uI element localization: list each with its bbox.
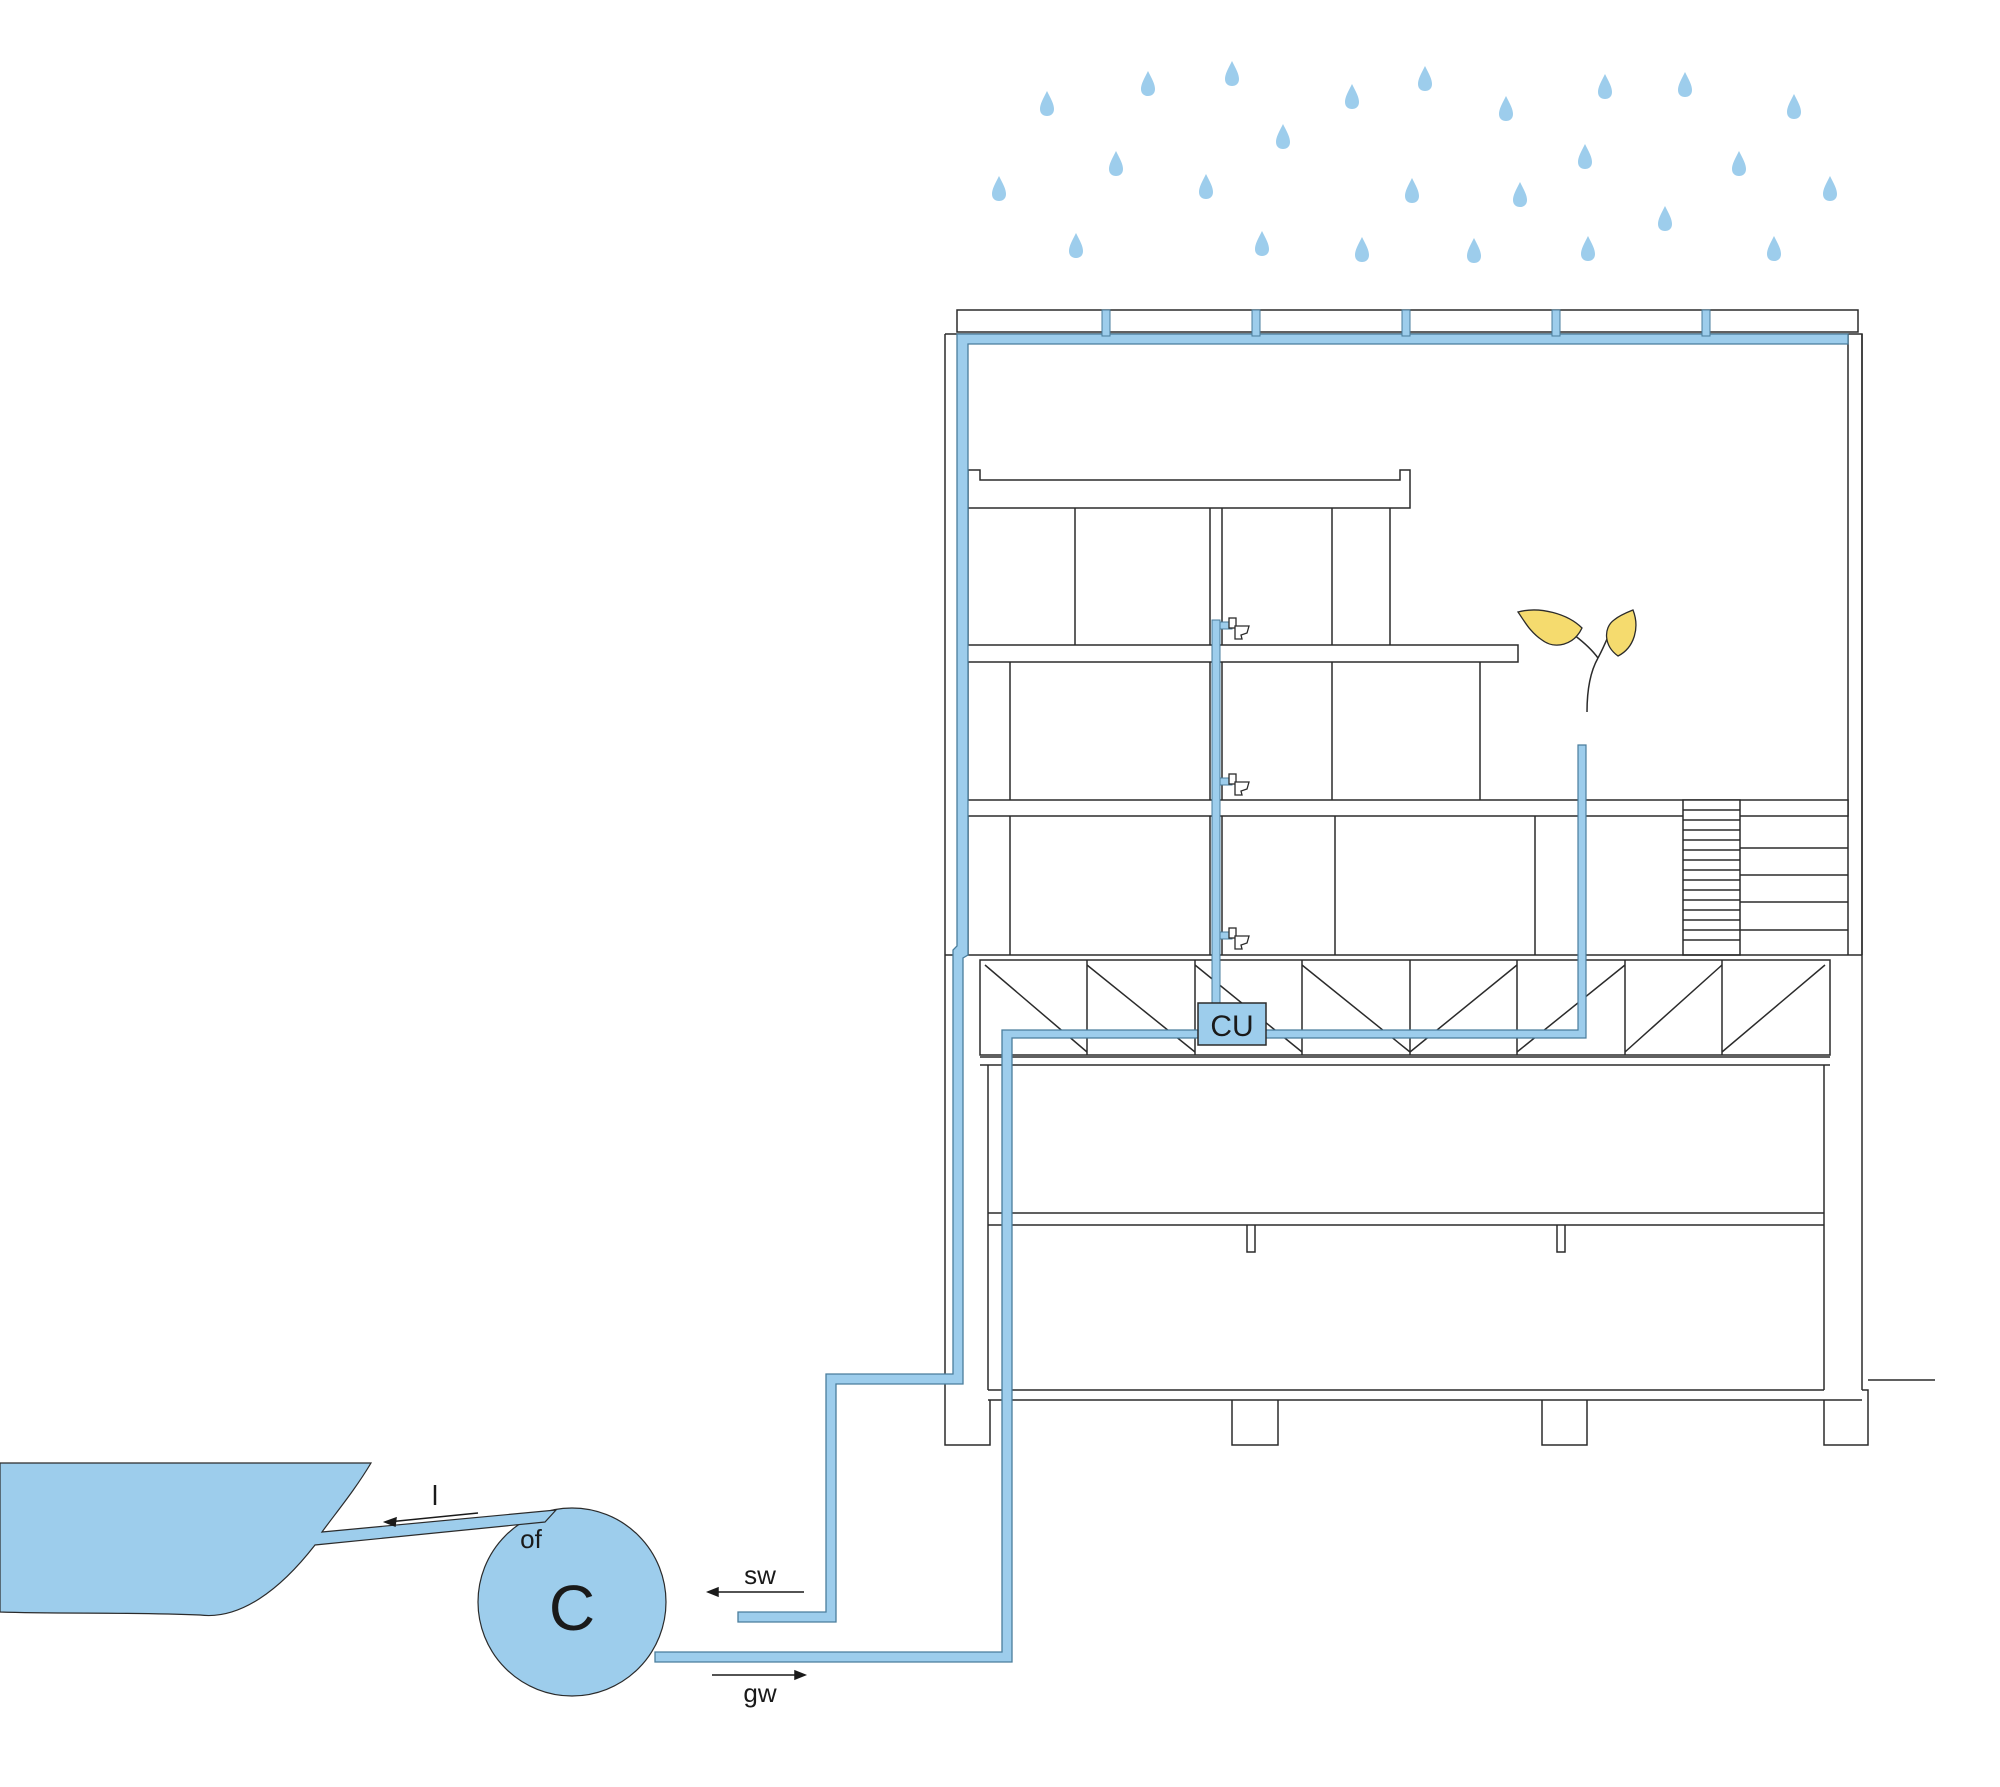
raindrop-icon (1355, 237, 1369, 262)
arrow-left-icon (382, 1516, 397, 1528)
raindrop-icon (1040, 91, 1054, 116)
raindrop-icon (1658, 206, 1672, 231)
raindrop-icon (1581, 236, 1595, 261)
raindrop-icon (992, 176, 1006, 201)
flow-annotations (382, 1512, 808, 1681)
raindrop-icon (1467, 238, 1481, 263)
raindrop-icon (1276, 124, 1290, 149)
rain-cloud (992, 61, 1837, 263)
raindrop-icon (1069, 233, 1083, 258)
raindrop-icon (1109, 151, 1123, 176)
lake-label: l (432, 1480, 438, 1511)
raindrop-icon (1513, 182, 1527, 207)
cistern (477, 1507, 667, 1697)
lower-hall (944, 955, 1935, 1446)
stormwater-label: sw (744, 1560, 776, 1590)
raindrop-icon (1345, 84, 1359, 109)
raindrop-icon (1787, 94, 1801, 119)
raindrop-icon (1418, 66, 1432, 91)
raindrop-icon (1255, 231, 1269, 256)
top-slab (967, 469, 1411, 509)
overflow-channel (0, 1462, 558, 1617)
raindrop-icon (1678, 72, 1692, 97)
control-unit-label: CU (1210, 1010, 1253, 1043)
stairs (1682, 799, 1848, 956)
rainwater-downpipe (737, 333, 1849, 1623)
raindrop-icon (1405, 178, 1419, 203)
water-pipes: CU C of (0, 309, 1849, 1697)
cistern-label: C (549, 1572, 595, 1644)
overflow-label: of (520, 1524, 542, 1554)
raindrop-icon (1578, 144, 1592, 169)
raindrop-icon (1199, 174, 1213, 199)
toilet-icon (1228, 617, 1250, 950)
building-section (944, 309, 1935, 1446)
raindrop-icon (1732, 151, 1746, 176)
raindrop-icon (1598, 74, 1612, 99)
truss (979, 959, 1831, 1066)
leaf-sprout-icon (1516, 609, 1637, 713)
arrow-right-icon (794, 1669, 808, 1681)
toilet-riser (1211, 619, 1221, 1016)
raindrop-icon (1767, 236, 1781, 261)
raindrop-icon (1141, 71, 1155, 96)
greywater-label: gw (743, 1678, 776, 1708)
raindrop-icon (1225, 61, 1239, 86)
raindrop-icon (1499, 96, 1513, 121)
greywater-pipe (654, 1029, 1201, 1663)
control-unit (1197, 1002, 1267, 1046)
arrow-left-icon (705, 1586, 719, 1598)
raindrop-icon (1823, 176, 1837, 201)
